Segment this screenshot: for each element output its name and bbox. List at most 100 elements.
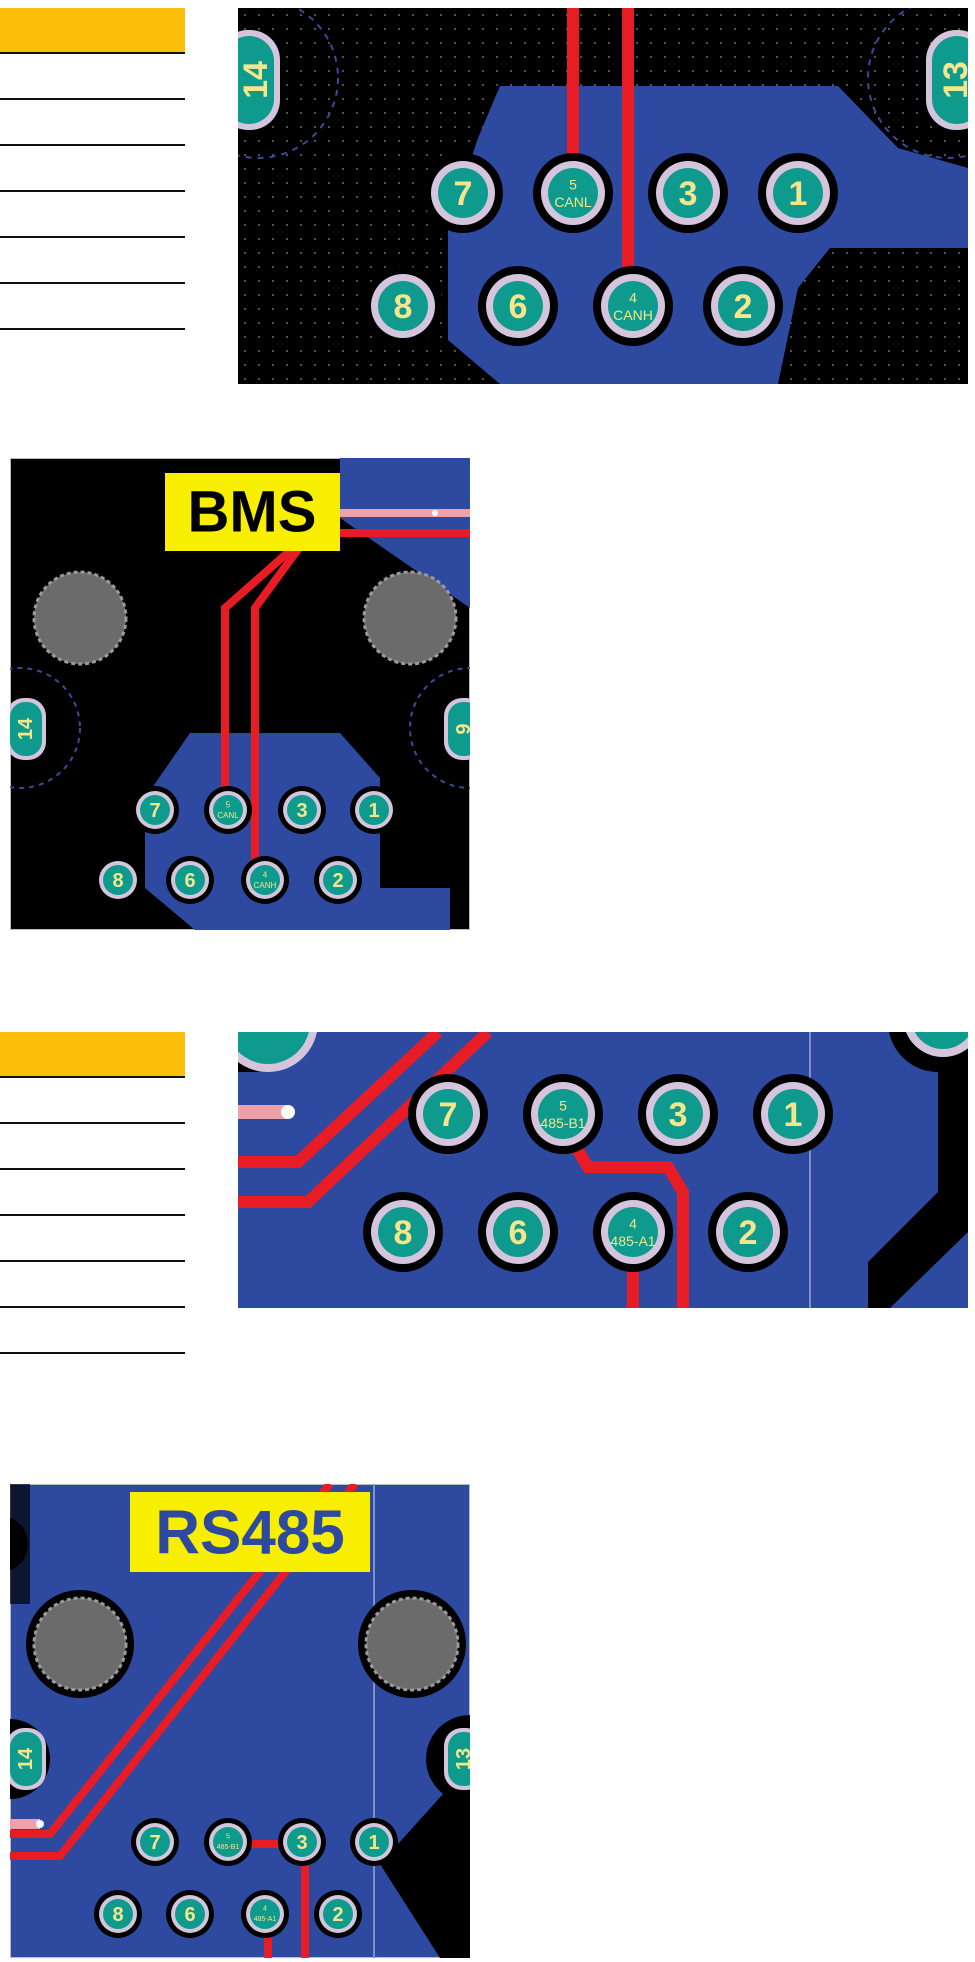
pin-table-bottom bbox=[0, 1032, 185, 1354]
table-row bbox=[0, 284, 185, 330]
pad-number: 1 bbox=[784, 1096, 803, 1134]
connector-pad: 3 bbox=[648, 153, 728, 233]
mounting-hole bbox=[32, 570, 128, 666]
pad-number: 5 bbox=[226, 800, 231, 809]
connector-pad: 6 bbox=[478, 266, 558, 346]
pad-number: 1 bbox=[368, 1832, 379, 1854]
connector-pad: 1 bbox=[350, 786, 398, 834]
pin-table-top bbox=[0, 8, 185, 330]
pad-number: 2 bbox=[739, 1214, 758, 1252]
pad-number: 4 bbox=[263, 870, 268, 879]
pad-number: 5 bbox=[226, 1833, 230, 1840]
table-row bbox=[0, 1170, 185, 1216]
pad-number: 6 bbox=[509, 1214, 528, 1252]
pin-table-header bbox=[0, 1032, 185, 1078]
connector-pad: 6 bbox=[166, 1890, 214, 1938]
pad-net-name: CANH bbox=[254, 881, 277, 890]
table-row bbox=[0, 146, 185, 192]
pad-number: 1 bbox=[368, 800, 379, 822]
rs485-label-text: RS485 bbox=[155, 1499, 345, 1568]
pad-number: 5 bbox=[569, 176, 577, 192]
pad-number: 3 bbox=[679, 175, 698, 213]
connector-pad: 4 485-A1 bbox=[241, 1890, 289, 1938]
table-row bbox=[0, 1308, 185, 1354]
bms-label: BMS bbox=[165, 473, 340, 551]
pad-net-name: 485-A1 bbox=[254, 1916, 277, 1923]
trace bbox=[238, 1032, 443, 1168]
pad-number: 1 bbox=[789, 175, 808, 213]
connector-pad: 3 bbox=[278, 786, 326, 834]
side-pad-label: 9 bbox=[453, 723, 470, 734]
table-row bbox=[0, 1124, 185, 1170]
pad-net-name: 485-A1 bbox=[610, 1233, 655, 1249]
table-row bbox=[0, 238, 185, 284]
pad-number: 4 bbox=[629, 289, 637, 305]
side-pad: 14 bbox=[238, 30, 280, 130]
side-pad-label: 14 bbox=[15, 1747, 37, 1770]
trace bbox=[10, 1484, 334, 1838]
pad-number: 8 bbox=[394, 288, 413, 326]
pad-net-name: 485-B1 bbox=[540, 1115, 585, 1131]
table-row bbox=[0, 192, 185, 238]
rs485-connector-closeup: 7 5 485-B1 3 1 8 6 4 485-A1 2 bbox=[238, 1032, 968, 1308]
side-pad: 9 bbox=[444, 698, 470, 760]
pad-net-name: 485-B1 bbox=[217, 1844, 240, 1851]
connector-pad: 1 bbox=[350, 1818, 398, 1866]
mounting-hole bbox=[362, 570, 458, 666]
pad-number: 4 bbox=[263, 1905, 267, 1912]
pad-number: 2 bbox=[734, 288, 753, 326]
pad-number: 3 bbox=[296, 800, 307, 822]
mounting-hole bbox=[32, 1596, 128, 1692]
pad-number: 6 bbox=[184, 1904, 195, 1926]
side-pad: 14 bbox=[10, 1728, 46, 1790]
connector-pad: 7 bbox=[131, 1818, 179, 1866]
pad-number: 7 bbox=[454, 175, 473, 213]
pad-number: 8 bbox=[112, 1904, 123, 1926]
pad-number: 7 bbox=[149, 1832, 160, 1854]
pad-number: 8 bbox=[394, 1214, 413, 1252]
connector-pad: 2 bbox=[314, 856, 362, 904]
connector-pad: 1 bbox=[758, 153, 838, 233]
pad-number: 7 bbox=[149, 800, 160, 822]
pad-net-name: CANH bbox=[613, 307, 653, 323]
trace bbox=[567, 1138, 689, 1308]
pad-number: 7 bbox=[439, 1096, 458, 1134]
connector-pad: 4 485-A1 bbox=[593, 1192, 673, 1272]
pad-number: 3 bbox=[296, 1832, 307, 1854]
rs485-label: RS485 bbox=[130, 1492, 370, 1572]
connector-pad: 2 bbox=[708, 1192, 788, 1272]
side-pad-label: 14 bbox=[15, 717, 37, 740]
connector-pad: 6 bbox=[166, 856, 214, 904]
pad-number: 8 bbox=[112, 870, 123, 892]
table-row bbox=[0, 1078, 185, 1124]
connector-pad: 3 bbox=[638, 1074, 718, 1154]
mounting-hole bbox=[364, 1596, 460, 1692]
pad-number: 5 bbox=[559, 1097, 567, 1113]
connector-pad: 6 bbox=[478, 1192, 558, 1272]
connector-pad: 8 bbox=[94, 1890, 142, 1938]
side-pad-label: 14 bbox=[238, 61, 275, 99]
table-row bbox=[0, 54, 185, 100]
trace bbox=[251, 529, 470, 878]
connector-pad: 1 bbox=[753, 1074, 833, 1154]
trace bbox=[221, 530, 313, 803]
pad-number: 4 bbox=[629, 1215, 637, 1231]
trace bbox=[10, 1484, 359, 1860]
side-pad: 14 bbox=[10, 698, 46, 760]
pad-net-name: CANL bbox=[554, 194, 592, 210]
connector-pad: 8 bbox=[363, 1192, 443, 1272]
connector-pad: 7 bbox=[423, 153, 503, 233]
pad-number: 6 bbox=[509, 288, 528, 326]
connector-pad: 8 bbox=[363, 266, 443, 346]
pad-number: 2 bbox=[332, 1904, 343, 1926]
table-row bbox=[0, 1216, 185, 1262]
connector-pad: 2 bbox=[314, 1890, 362, 1938]
connector-pad: 8 bbox=[94, 856, 142, 904]
side-pad: 13 bbox=[444, 1728, 470, 1790]
pad-number: 2 bbox=[332, 870, 343, 892]
side-pad: 13 bbox=[926, 30, 968, 130]
